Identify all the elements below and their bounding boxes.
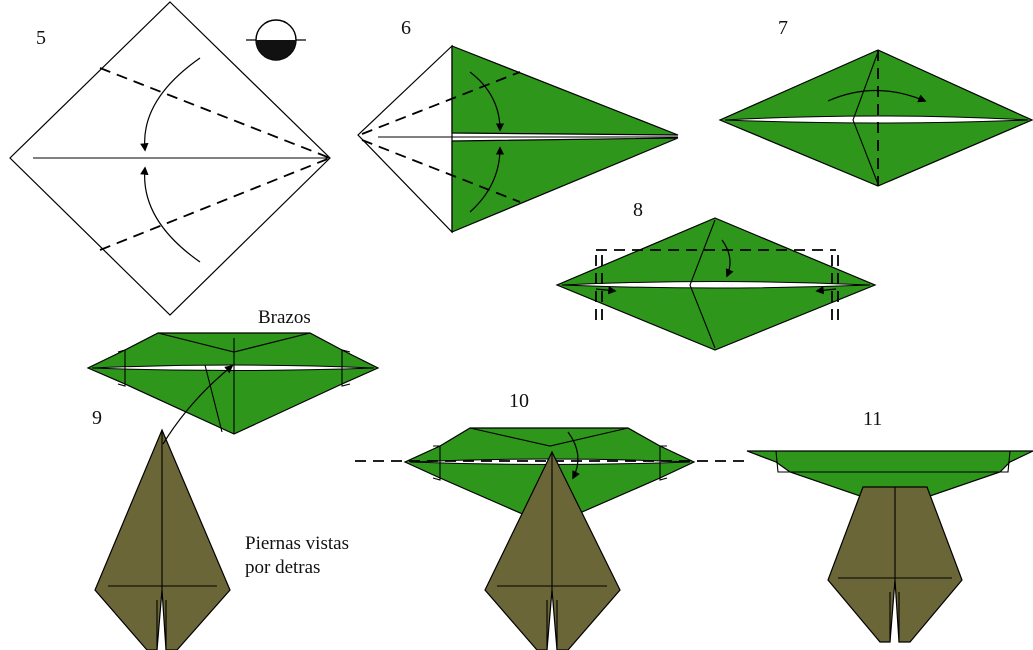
- step-11-folded-band: [775, 450, 1011, 473]
- step-8-arrow-down: [721, 239, 734, 278]
- step-7-arrow: [827, 89, 927, 103]
- step-8-center-slit: [561, 281, 871, 289]
- step-6-green-top-flap: [451, 45, 679, 136]
- step-10-arm-left-end: [432, 445, 441, 481]
- step-6-arrow-bottom: [469, 146, 505, 213]
- step-5: 5: [9, 1, 331, 316]
- step-7-number: 7: [778, 17, 788, 39]
- step-9-number: 9: [92, 407, 102, 429]
- step-11: 11: [746, 408, 1033, 643]
- step-5-number: 5: [36, 27, 46, 49]
- step-7: 7: [718, 17, 1033, 187]
- legs-caption-line1: Piernas vistas: [245, 533, 349, 554]
- step-5-arrow-bottom: [140, 166, 201, 263]
- step-5-arrow-top: [140, 57, 201, 152]
- step-11-number: 11: [863, 408, 882, 430]
- step-9-arms-body: [86, 332, 380, 435]
- step-6-arrow-top: [469, 71, 505, 132]
- step-5-valley-fold-top: [99, 67, 331, 159]
- step-6-valley-fold-bottom: [361, 139, 521, 203]
- step-7-center-slit: [724, 115, 1029, 124]
- step-5-valley-fold-bottom: [99, 157, 331, 251]
- step-9-arms-inner-crease: [204, 364, 223, 433]
- step-10-arms-top-crease: [469, 427, 629, 447]
- turn-over-icon: [246, 19, 306, 61]
- step-8-crease: [689, 219, 716, 349]
- step-9-arm-right-end: [341, 349, 351, 387]
- step-10-number: 10: [509, 390, 529, 412]
- step-11-arms-body: [746, 450, 1033, 509]
- step-9-insert-arrow: [162, 364, 234, 445]
- step-6-white-left: [357, 44, 453, 234]
- step-6-number: 6: [401, 17, 411, 39]
- step-8-arrow-left: [595, 286, 617, 295]
- step-8-number: 8: [633, 199, 643, 221]
- legs-caption-line2: por detras: [245, 557, 320, 578]
- arms-caption: Brazos: [258, 307, 311, 328]
- step-7-crease: [852, 51, 879, 185]
- step-9: 9 Brazos Piernas vistas por detras: [86, 307, 380, 650]
- step-6: 6: [357, 17, 679, 234]
- step-9-arm-left-end: [117, 349, 126, 387]
- step-6-valley-fold-top: [361, 71, 521, 135]
- step-10: 10: [355, 390, 745, 650]
- step-10-arrow: [567, 431, 580, 480]
- step-8: 8: [555, 199, 877, 351]
- step-10-arm-right-end: [659, 445, 668, 481]
- step-6-green-bottom-flap: [451, 137, 679, 233]
- step-8-arrow-right: [815, 286, 837, 295]
